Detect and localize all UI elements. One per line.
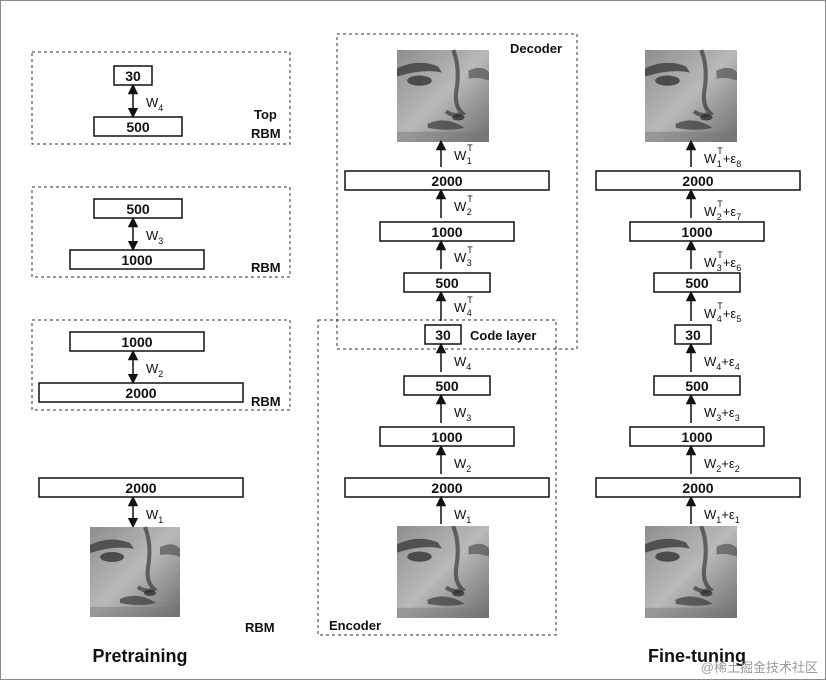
finetune-top-2000-box xyxy=(595,170,801,191)
finetune-top-500-label: 500 xyxy=(685,275,709,291)
watermark-text: @稀土掘金技术社区 xyxy=(701,660,818,675)
code-layer-units-label: 30 xyxy=(435,327,451,343)
decoder-layer-500-box xyxy=(403,272,491,293)
pretraining-title: Pretraining xyxy=(92,646,187,666)
rbm2-bottom-unit-label: 2000 xyxy=(125,385,156,401)
rbm4-bottom-unit-label: 500 xyxy=(126,119,150,135)
unrolled-w1-label: W1 xyxy=(454,507,471,525)
decoder-output-face-image xyxy=(397,50,489,142)
code-layer-label: Code layer xyxy=(470,328,536,343)
rbm4-label: RBM xyxy=(251,126,281,141)
encoder-layer-1000-box xyxy=(379,426,515,447)
encoder-layer-2000-box xyxy=(344,477,550,498)
decoder-layer-500-label: 500 xyxy=(435,275,459,291)
rbm3-weight-label: W3 xyxy=(146,228,163,246)
decoder-layer-2000-label: 2000 xyxy=(431,173,462,189)
finetune-top-1000-label: 1000 xyxy=(681,224,712,240)
rbm1-weight-label: W1 xyxy=(146,507,163,525)
encoder-container xyxy=(317,319,557,636)
encoder-label: Encoder xyxy=(329,618,381,633)
rbm3-bottom-unit-label: 1000 xyxy=(121,252,152,268)
finetune-bottom-500-box xyxy=(653,375,741,396)
rbm4-top-unit-label: 30 xyxy=(125,68,141,84)
rbm3-label: RBM xyxy=(251,260,281,275)
fine-tuning-title: Fine-tuning xyxy=(648,646,746,666)
rbm3-top-unit-label: 500 xyxy=(126,201,150,217)
rbm1-unit-box xyxy=(38,477,244,498)
unrolled-w3-label: W3 xyxy=(454,405,471,423)
rbm4-weight-label: W4 xyxy=(146,95,163,113)
finetune-bottom-1000-box xyxy=(629,426,765,447)
finetune-bottom-1000-label: 1000 xyxy=(681,429,712,445)
finetune-w3-eps3-label: W3+ε3 xyxy=(704,405,740,423)
encoder-layer-500-box xyxy=(403,375,491,396)
pretraining-face-image xyxy=(90,527,180,617)
encoder-layer-500-label: 500 xyxy=(435,378,459,394)
rbm1-label: RBM xyxy=(245,620,275,635)
finetune-code-30-label: 30 xyxy=(685,327,701,343)
decoder-layer-1000-box xyxy=(379,221,515,242)
finetune-w2-eps2-label: W2+ε2 xyxy=(704,456,740,474)
finetune-top-500-box xyxy=(653,272,741,293)
finetune-w4-eps4-label: W4+ε4 xyxy=(704,354,740,372)
rbm2-weight-label: W2 xyxy=(146,361,163,379)
rbm-top-container xyxy=(31,51,291,145)
finetune-top-2000-label: 2000 xyxy=(682,173,713,189)
finetune-output-face-image xyxy=(645,50,737,142)
rbm2-container xyxy=(31,319,291,411)
decoder-label: Decoder xyxy=(510,41,562,56)
finetune-w1-eps1-label: W1+ε1 xyxy=(704,507,740,525)
finetune-input-face-image xyxy=(645,526,737,618)
rbm1-unit-label: 2000 xyxy=(125,480,156,496)
decoder-layer-2000-box xyxy=(344,170,550,191)
finetune-top-1000-box xyxy=(629,221,765,242)
rbm2-top-unit-label: 1000 xyxy=(121,334,152,350)
encoder-input-face-image xyxy=(397,526,489,618)
rbm2-bottom-unit-box xyxy=(38,382,244,403)
finetune-bottom-2000-label: 2000 xyxy=(682,480,713,496)
unrolled-w2-label: W2 xyxy=(454,456,471,474)
encoder-layer-1000-label: 1000 xyxy=(431,429,462,445)
finetune-bottom-500-label: 500 xyxy=(685,378,709,394)
encoder-layer-2000-label: 2000 xyxy=(431,480,462,496)
unrolled-w4-label: W4 xyxy=(454,354,471,372)
decoder-container xyxy=(336,33,578,350)
decoder-layer-1000-label: 1000 xyxy=(431,224,462,240)
rbm3-container xyxy=(31,186,291,278)
rbm2-label: RBM xyxy=(251,394,281,409)
finetune-bottom-2000-box xyxy=(595,477,801,498)
top-label: Top xyxy=(254,107,277,122)
